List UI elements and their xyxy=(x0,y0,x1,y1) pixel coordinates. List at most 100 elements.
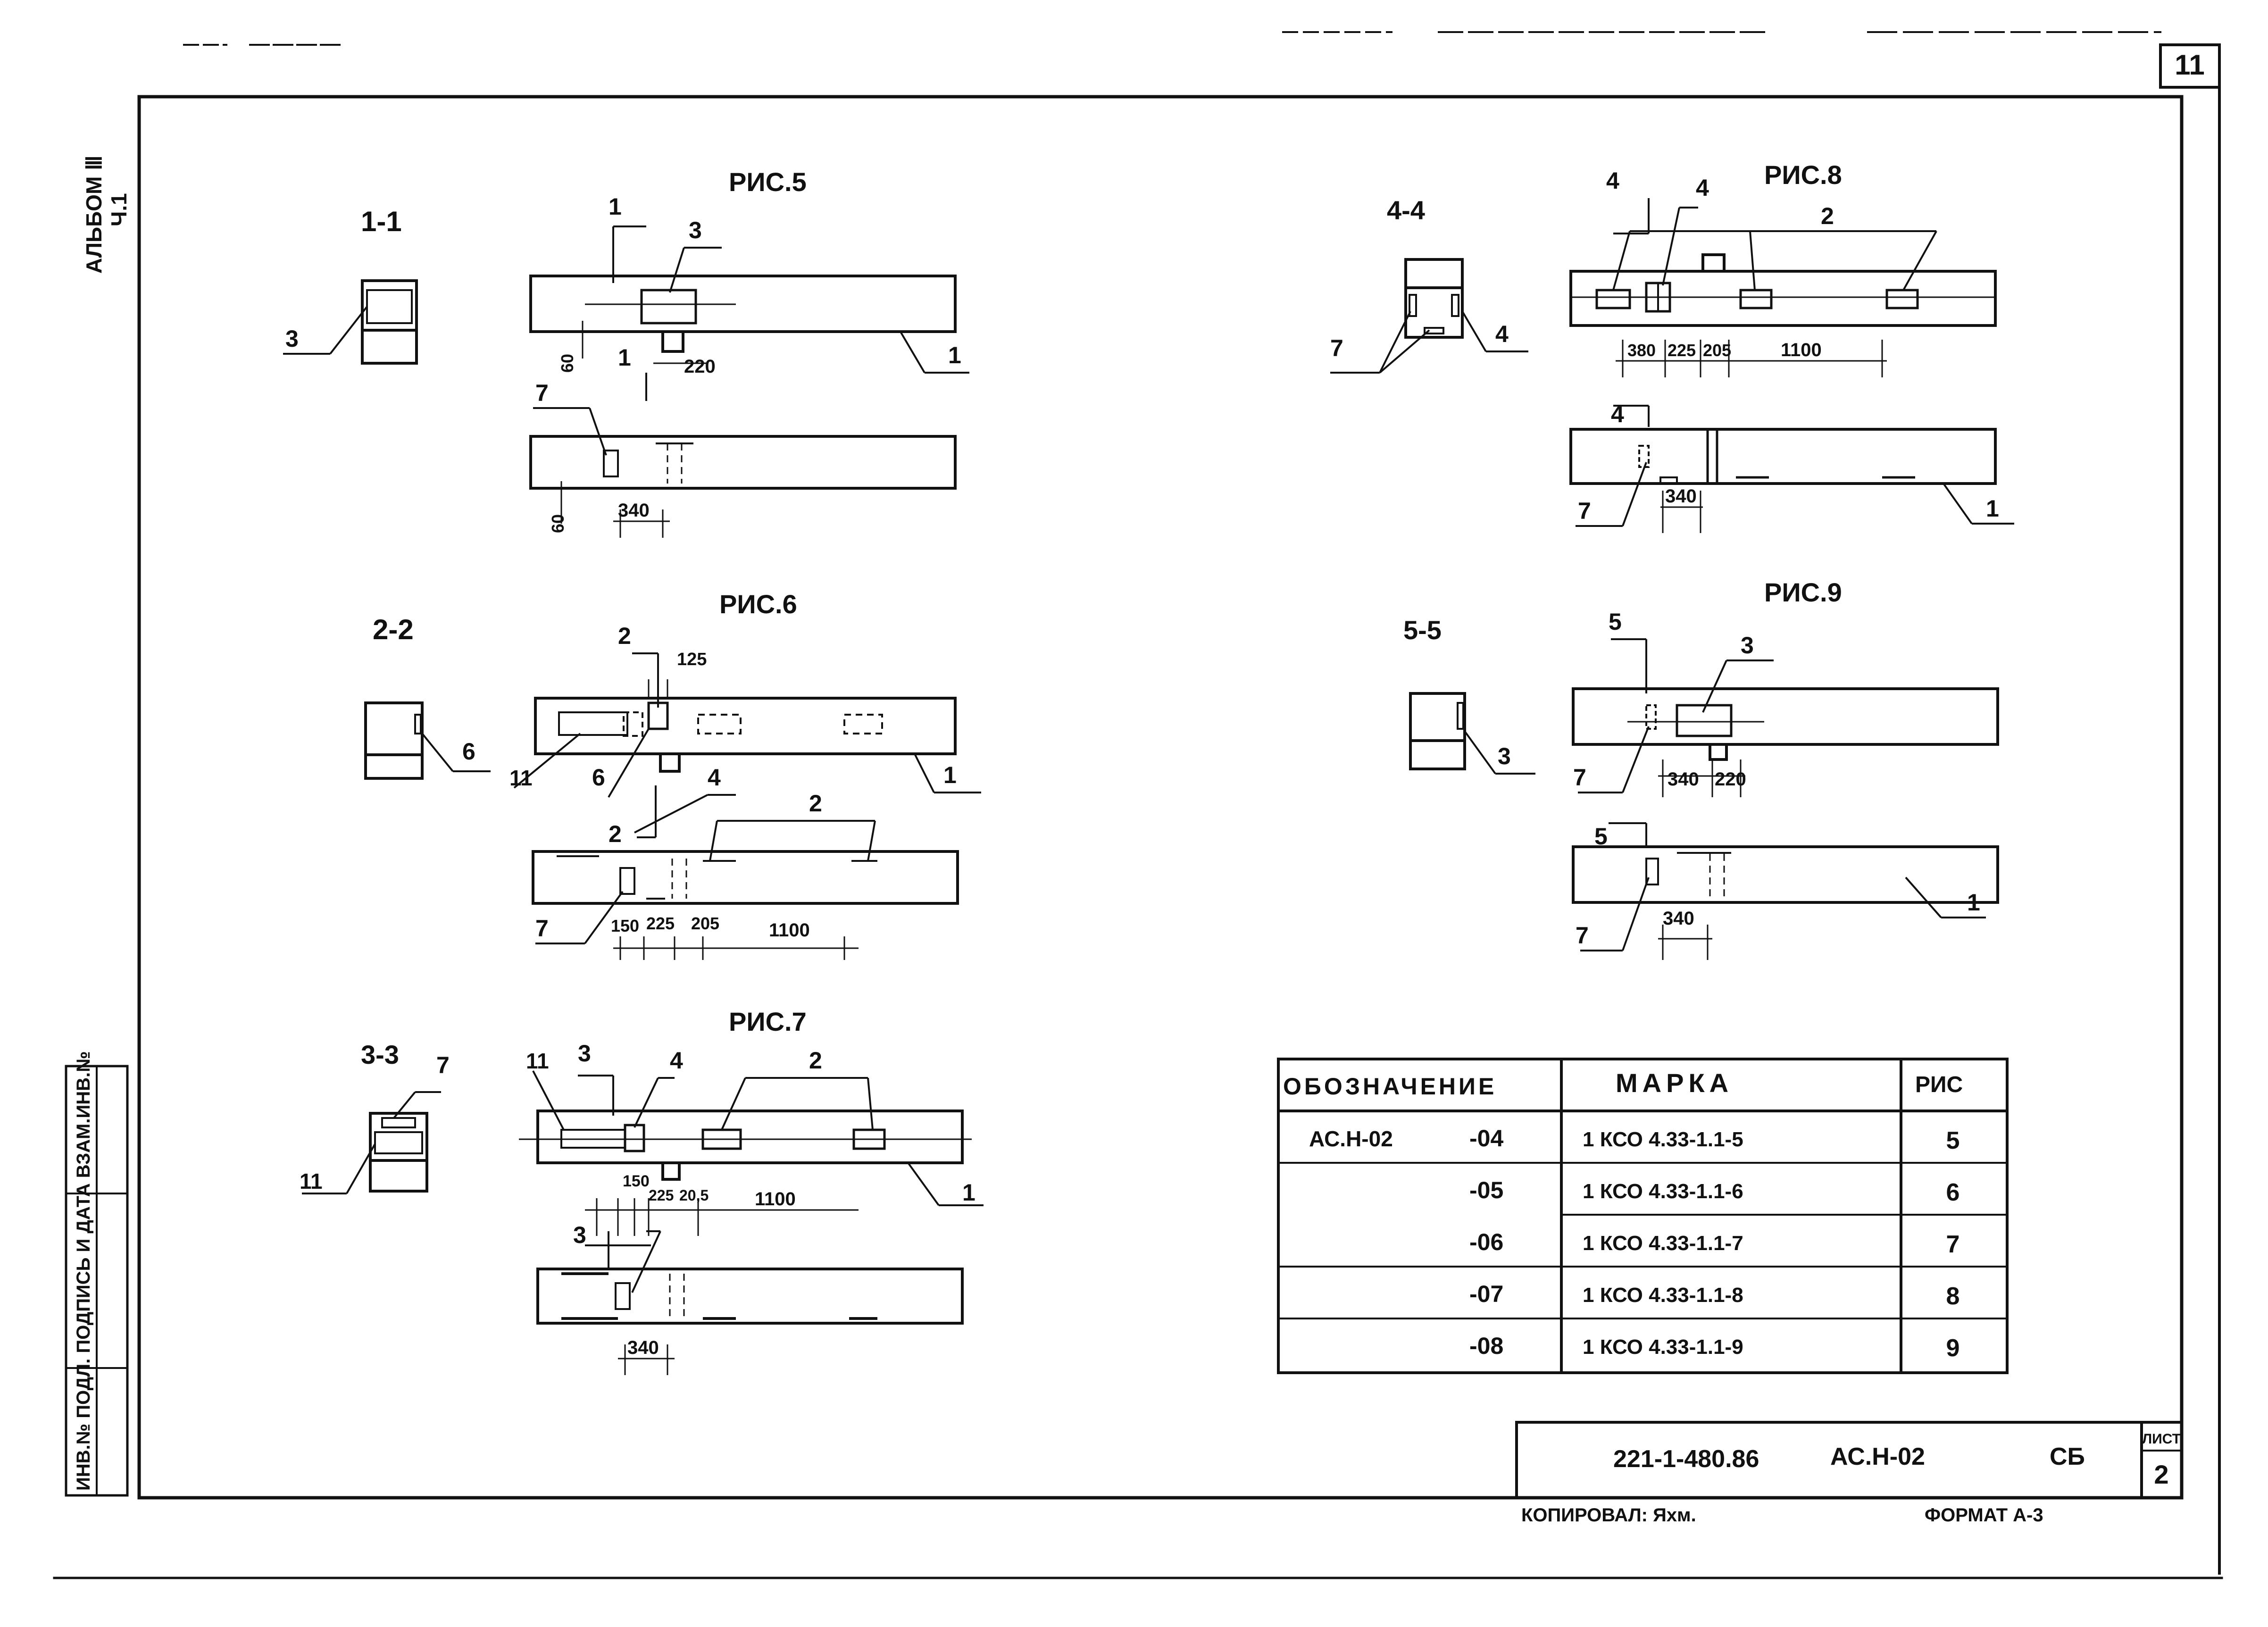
fig9-callout: 7 xyxy=(1573,764,1586,791)
section-1-1-shape xyxy=(361,279,418,365)
table-row-suffix: -04 xyxy=(1469,1125,1503,1151)
fig9-callout: 3 xyxy=(1498,743,1511,769)
table-row-suffix: -07 xyxy=(1469,1281,1503,1307)
fig5-title: РИС.5 xyxy=(729,167,807,197)
fig9-callout: 5 xyxy=(1594,823,1608,850)
title-block-code: 221-1-480.86 xyxy=(1613,1445,1759,1473)
fig6-callout: 7 xyxy=(535,915,549,942)
page-number: 11 xyxy=(2175,49,2204,81)
fig7-callout: 11 xyxy=(300,1169,323,1193)
table-row-suffix: -06 xyxy=(1469,1229,1503,1255)
fig7-callout: 7 xyxy=(436,1052,450,1078)
fig6-callout: 6 xyxy=(462,738,475,765)
side-stamp-text: ИНВ.№ ПОДЛ. ПОДПИСЬ И ДАТА ВЗАМ.ИНВ.№ xyxy=(73,1051,94,1491)
fig8-callout: 4 xyxy=(1495,321,1509,347)
fig5-dim: 60 xyxy=(548,514,567,533)
fig8-callout: 4 xyxy=(1696,175,1709,201)
table-row-mark: 1 КСО 4.33-1.1-5 xyxy=(1583,1128,1743,1151)
fig7-callout: 4 xyxy=(670,1047,683,1074)
fig9-dim: 340 xyxy=(1668,769,1699,790)
fig5-dim: 60 xyxy=(558,354,577,373)
fig5-callout: 7 xyxy=(535,380,549,406)
fig7-dim: 225 xyxy=(649,1187,674,1204)
fig7-callout: 3 xyxy=(573,1222,586,1248)
fig5-beam-elevation xyxy=(529,435,957,490)
fig9-callout: 5 xyxy=(1609,609,1622,635)
section-4-4-shape xyxy=(1404,258,1464,339)
table-row-mark: 1 КСО 4.33-1.1-9 xyxy=(1583,1335,1743,1359)
fig7-callout: 11 xyxy=(526,1049,549,1073)
fig8-dim: 380 xyxy=(1627,341,1656,360)
section-5-5-shape xyxy=(1409,692,1466,770)
sheet-format: ФОРМАТ А-3 xyxy=(1925,1505,2043,1526)
fig8-section-label: 4-4 xyxy=(1387,195,1425,225)
fig6-callout: 2 xyxy=(609,821,622,847)
table-header-designation: ОБОЗНАЧЕНИЕ xyxy=(1283,1073,1497,1100)
fig7-callout: 3 xyxy=(578,1040,591,1067)
fig6-dim: 225 xyxy=(646,914,675,933)
fig5-beam-plan xyxy=(529,275,957,333)
fig6-dim: 1100 xyxy=(769,920,810,941)
title-block-sheet-number: 2 xyxy=(2154,1460,2168,1489)
table-row-fig: 6 xyxy=(1946,1179,1960,1206)
fig8-callout: 4 xyxy=(1611,401,1624,427)
fig5-callout: 3 xyxy=(689,217,702,243)
fig6-beam-plan xyxy=(534,697,957,755)
table-row-suffix: -08 xyxy=(1469,1333,1503,1359)
section-2-2-shape xyxy=(364,701,424,780)
title-block-sheet-label: ЛИСТ xyxy=(2142,1431,2181,1447)
fig5-dim: 340 xyxy=(618,500,650,521)
figure-7 xyxy=(302,1070,984,1375)
fig5-dim: 220 xyxy=(684,356,716,377)
figure-9 xyxy=(1409,638,1999,960)
title-block-part: АС.Н-02 xyxy=(1830,1443,1925,1470)
fig8-dim: 205 xyxy=(1703,341,1731,360)
fig6-title: РИС.6 xyxy=(719,589,797,619)
fig8-beam-elevation xyxy=(1569,428,1997,485)
album-part: Ч.1 xyxy=(107,193,131,226)
fig8-callout: 1 xyxy=(1986,495,1999,522)
table-row-fig: 9 xyxy=(1946,1335,1960,1362)
fig7-dim: 20,5 xyxy=(679,1187,709,1204)
fig8-dim: 340 xyxy=(1665,486,1697,507)
fig8-dim: 1100 xyxy=(1781,340,1822,360)
fig8-title: РИС.8 xyxy=(1764,160,1842,190)
fig6-beam-elevation xyxy=(532,850,959,905)
fig9-callout: 3 xyxy=(1741,632,1754,659)
fig5-callout: 3 xyxy=(285,325,299,352)
fig7-dim: 150 xyxy=(623,1172,650,1190)
fig6-callout: 2 xyxy=(618,623,631,649)
table-row-suffix: -05 xyxy=(1469,1177,1503,1203)
fig6-callout: 2 xyxy=(809,790,822,817)
fig7-callout: 1 xyxy=(962,1179,976,1206)
title-block-stage: СБ xyxy=(2050,1443,2085,1470)
fig9-callout: 1 xyxy=(1967,889,1980,916)
title-block xyxy=(1515,1421,2183,1499)
table-row-mark: 1 КСО 4.33-1.1-8 xyxy=(1583,1284,1743,1307)
fig8-dim: 225 xyxy=(1668,341,1696,360)
figure-8 xyxy=(1330,198,2014,533)
fig5-section-label: 1-1 xyxy=(361,206,402,237)
fig8-beam-plan xyxy=(1569,270,1997,327)
fig9-section-label: 5-5 xyxy=(1403,615,1442,645)
table-header-mark: МАРКА xyxy=(1616,1068,1733,1098)
fig7-title: РИС.7 xyxy=(729,1007,807,1036)
fig9-beam-elevation xyxy=(1572,845,1999,904)
table-row-designation: АС.Н-02 xyxy=(1309,1126,1393,1151)
fig7-section-label: 3-3 xyxy=(361,1040,399,1069)
fig8-callout: 4 xyxy=(1606,167,1619,194)
table-row-fig: 5 xyxy=(1946,1127,1960,1154)
fig9-dim: 220 xyxy=(1715,769,1746,790)
table-row-mark: 1 КСО 4.33-1.1-6 xyxy=(1583,1180,1743,1203)
fig6-callout: 1 xyxy=(943,762,957,788)
fig7-dim: 340 xyxy=(627,1337,659,1358)
fig5-callout: 1 xyxy=(618,344,631,371)
fig6-callout: 11 xyxy=(509,766,533,790)
table-row-fig: 7 xyxy=(1946,1231,1960,1258)
fig6-callout: 4 xyxy=(708,764,721,791)
spec-table xyxy=(1277,1058,2009,1374)
album-label: АЛЬБОМ Ⅲ xyxy=(82,155,106,274)
table-row-mark: 1 КСО 4.33-1.1-7 xyxy=(1583,1232,1743,1255)
table-header-fig: РИС xyxy=(1915,1072,1963,1097)
